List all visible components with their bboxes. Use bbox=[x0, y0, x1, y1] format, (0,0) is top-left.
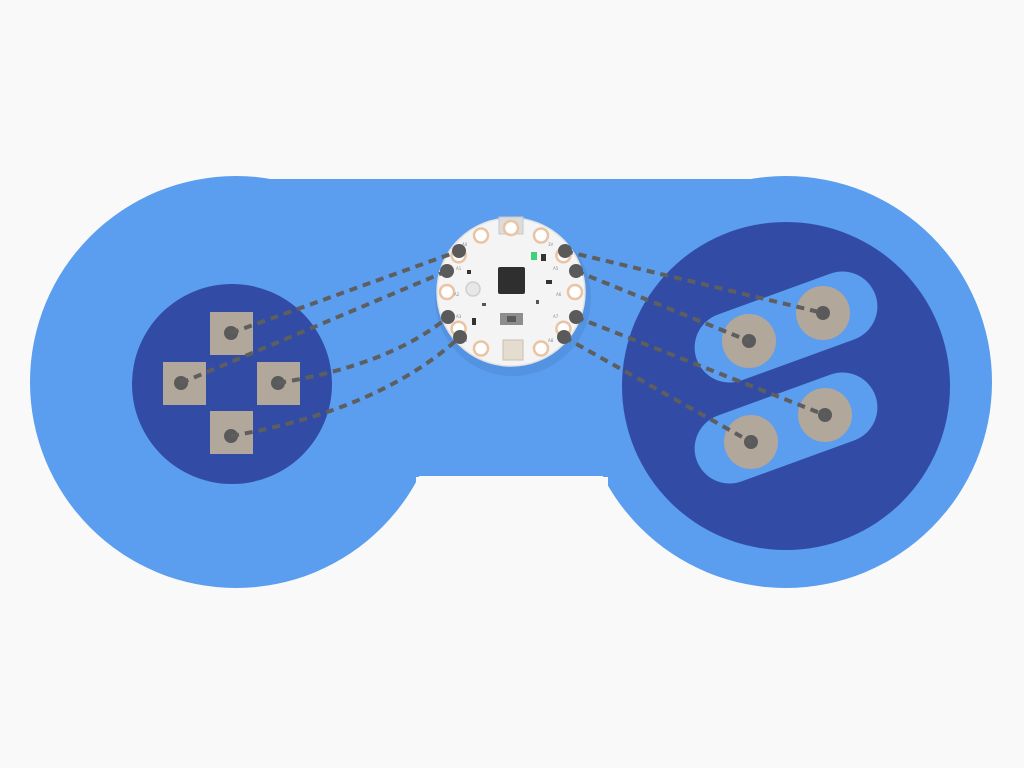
endpoint-3v bbox=[558, 244, 572, 258]
board-pad-ring bbox=[566, 283, 584, 301]
pad-label-a1: A1 bbox=[456, 266, 462, 271]
pad-label-a6: A6 bbox=[556, 292, 562, 297]
endpoint-a1 bbox=[440, 264, 454, 278]
board-pad-ring bbox=[532, 227, 550, 244]
wire-face-bottom-right bbox=[575, 315, 826, 417]
smd-component bbox=[482, 303, 486, 306]
smd-component bbox=[467, 270, 471, 274]
board-pad-ring bbox=[438, 283, 456, 301]
pad-label-a2: A2 bbox=[454, 292, 460, 297]
reset-button[interactable] bbox=[465, 281, 481, 297]
dpad-area bbox=[132, 284, 332, 484]
wire-dpad-up bbox=[230, 249, 460, 335]
smd-component bbox=[541, 254, 546, 261]
face-button-area bbox=[622, 222, 950, 550]
pad-label-3v: 3V bbox=[548, 242, 554, 247]
endpoint-a4 bbox=[453, 330, 467, 344]
mcu-chip bbox=[498, 267, 525, 294]
endpoint-a5 bbox=[569, 264, 583, 278]
smd-component bbox=[546, 280, 552, 284]
face-buttons bbox=[722, 286, 852, 469]
pad-label-a5: A5 bbox=[553, 266, 559, 271]
wire-face-bottom-left bbox=[563, 335, 752, 444]
endpoint-a8 bbox=[557, 330, 571, 344]
wire-face-top-right bbox=[564, 249, 824, 315]
status-led bbox=[531, 252, 537, 260]
face-button-top-right[interactable] bbox=[796, 286, 850, 340]
power-switch-knob bbox=[507, 316, 516, 322]
battery-connector bbox=[502, 339, 524, 361]
controller-bottom-notch bbox=[416, 477, 608, 597]
board-pad-ring bbox=[532, 340, 550, 357]
board-wire-endpoints bbox=[440, 244, 583, 344]
wire-connections bbox=[180, 249, 826, 444]
endpoint-a7 bbox=[569, 310, 583, 324]
wire-dpad-left bbox=[180, 269, 448, 385]
board-pad-ring bbox=[472, 340, 490, 357]
microcontroller-board: A0 A1 A2 A3 A4 3V A5 A6 A7 A8 bbox=[435, 216, 591, 376]
board-pad-ring bbox=[502, 219, 520, 237]
pad-label-a0: A0 bbox=[462, 242, 468, 247]
board-pad-ring bbox=[472, 227, 490, 244]
endpoint-a0 bbox=[452, 244, 466, 258]
endpoint-a3 bbox=[441, 310, 455, 324]
pad-label-a8: A8 bbox=[548, 338, 554, 343]
smd-component bbox=[536, 300, 539, 304]
smd-component bbox=[472, 318, 476, 325]
pad-label-a7: A7 bbox=[553, 314, 559, 319]
wire-face-top-left bbox=[575, 269, 750, 343]
wire-dpad-right bbox=[277, 315, 450, 385]
wire-dpad-down bbox=[230, 335, 462, 438]
pad-label-a3: A3 bbox=[456, 314, 462, 319]
contact-point bbox=[816, 306, 830, 320]
